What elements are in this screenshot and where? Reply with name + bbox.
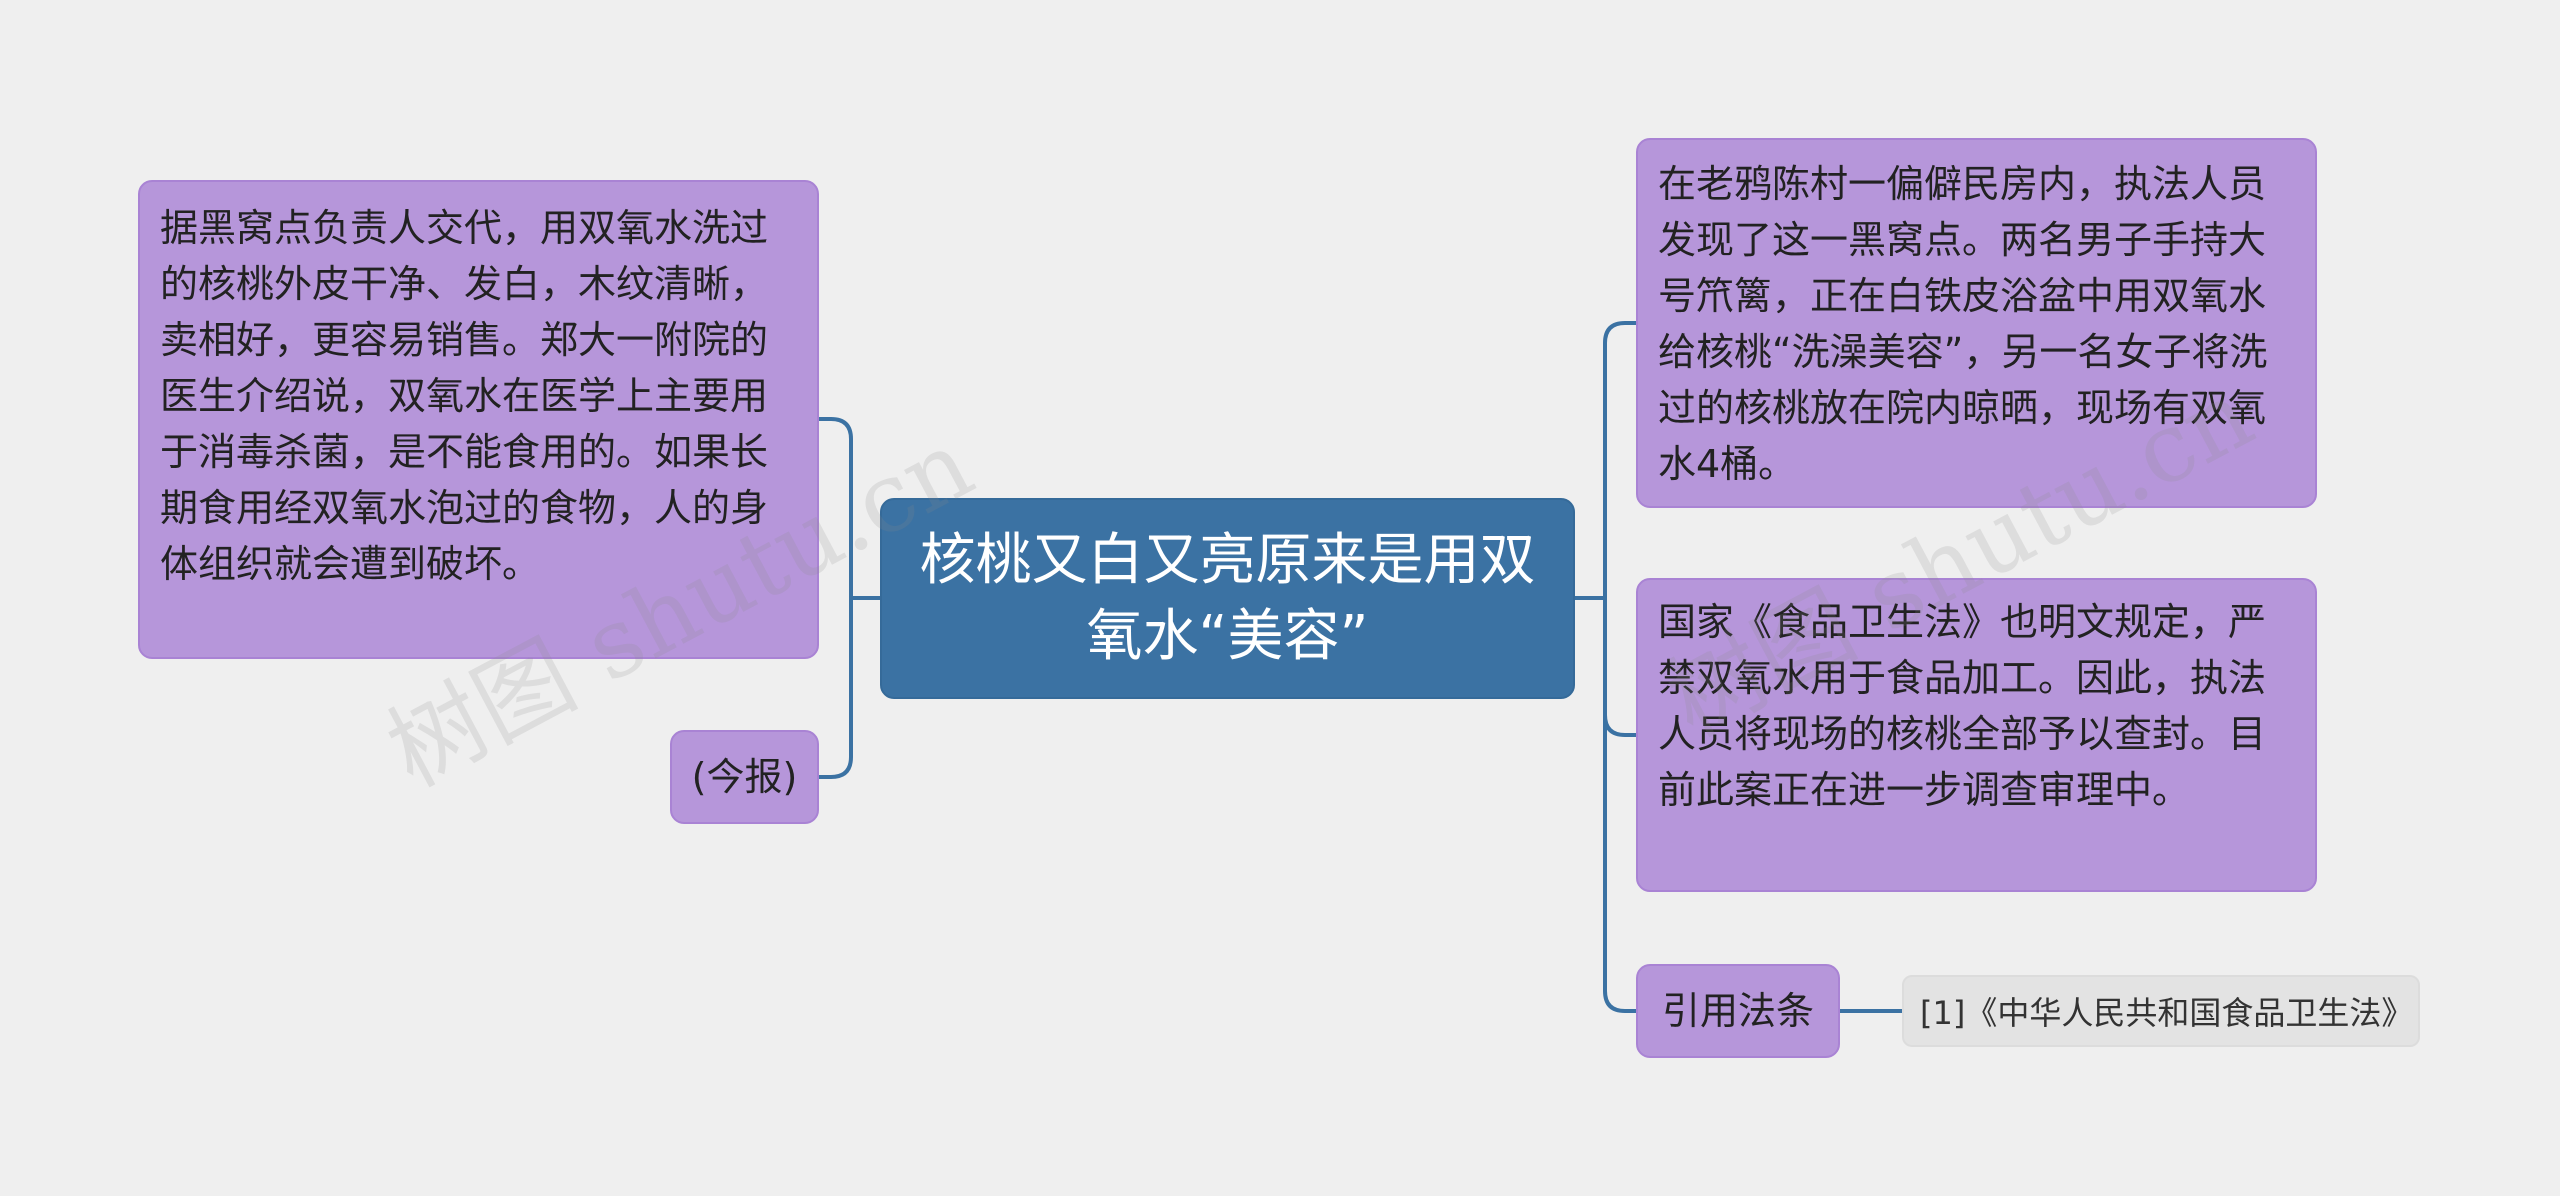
central-topic-title: 核桃又白又亮原来是用双氧水“美容” [919,527,1536,669]
central-topic[interactable]: 核桃又白又亮原来是用双氧水“美容” [880,498,1575,699]
topic-left-source-text: (今报) [691,755,798,799]
connector-right-two [1603,596,1638,737]
topic-right-citation-label: 引用法条 [1661,989,1814,1033]
connector-right-cite [1603,596,1638,1013]
connector-right-one [1603,321,1638,600]
law-reference-text: [1]《中华人民共和国食品卫生法》 [1920,994,2414,1032]
connector-left-source [817,596,853,779]
topic-right-regulation[interactable]: 国家《食品卫生法》也明文规定，严禁双氧水用于食品加工。因此，执法人员将现场的核桃… [1636,578,2317,892]
connector-left-main [817,417,853,600]
topic-right-regulation-text: 国家《食品卫生法》也明文规定，严禁双氧水用于食品加工。因此，执法人员将现场的核桃… [1658,600,2267,812]
topic-right-discovery-text: 在老鸦陈村一偏僻民房内，执法人员发现了这一黑窝点。两名男子手持大号笊篱，正在白铁… [1658,162,2268,486]
topic-left-explanation[interactable]: 据黑窝点负责人交代，用双氧水洗过的核桃外皮干净、发白，木纹清晰，卖相好，更容易销… [138,180,819,659]
law-reference-leaf[interactable]: [1]《中华人民共和国食品卫生法》 [1902,975,2420,1047]
topic-left-source[interactable]: (今报) [670,730,819,824]
topic-right-citation[interactable]: 引用法条 [1636,964,1840,1058]
topic-left-explanation-text: 据黑窝点负责人交代，用双氧水洗过的核桃外皮干净、发白，木纹清晰，卖相好，更容易销… [160,206,769,586]
topic-right-discovery[interactable]: 在老鸦陈村一偏僻民房内，执法人员发现了这一黑窝点。两名男子手持大号笊篱，正在白铁… [1636,138,2317,508]
